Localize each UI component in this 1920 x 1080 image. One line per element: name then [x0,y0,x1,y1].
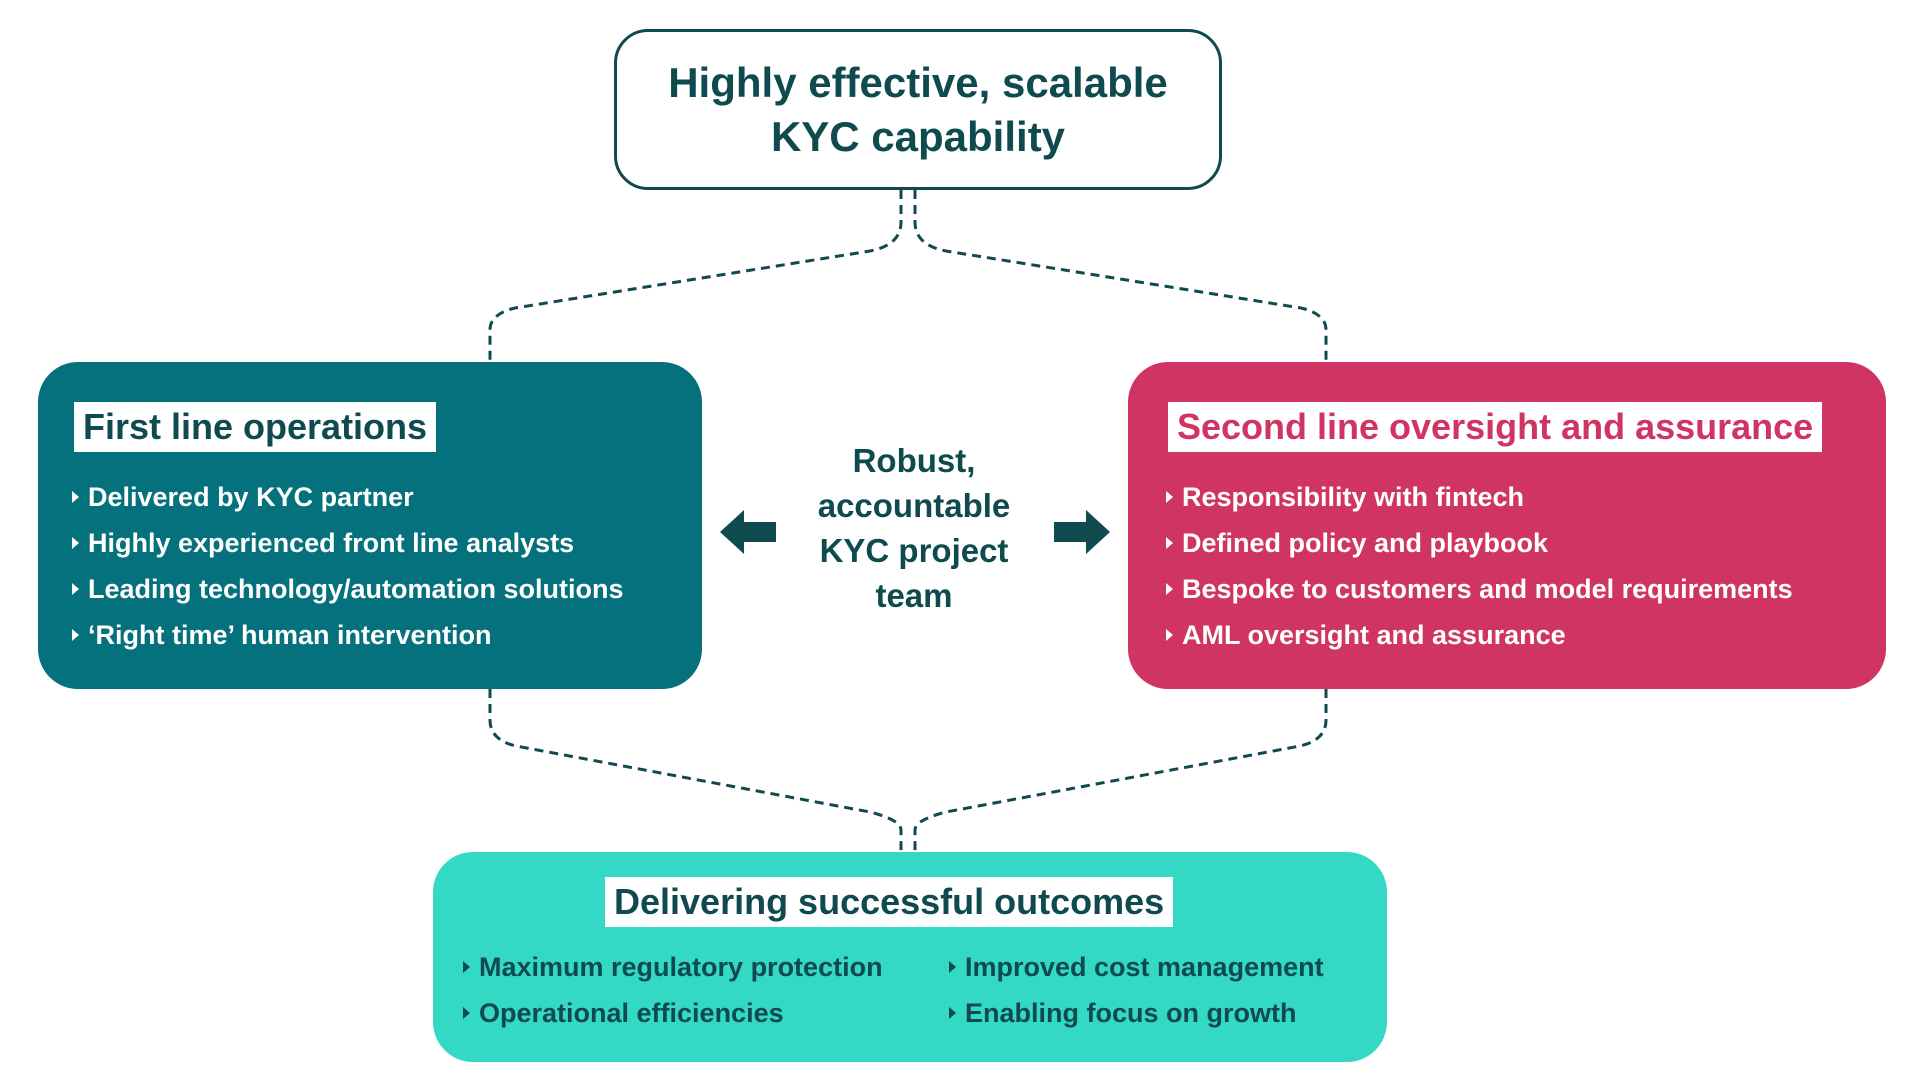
bullet-triangle-icon [1166,583,1173,595]
second-line-title: Second line oversight and assurance [1168,402,1823,452]
second-line-panel: Second line oversight and assurance Resp… [1128,362,1886,689]
connector-top-to-first [488,190,903,362]
list-item: Enabling focus on growth [949,990,1324,1036]
capability-title: Highly effective, scalable KYC capabilit… [668,58,1168,160]
left-arrow-icon [720,510,776,554]
first-line-list: Delivered by KYC partner Highly experien… [72,474,624,658]
bullet-triangle-icon [463,1007,470,1019]
list-item: ‘Right time’ human intervention [72,612,624,658]
first-line-panel: First line operations Delivered by KYC p… [38,362,702,689]
bullet-triangle-icon [949,961,956,973]
capability-box: Highly effective, scalable KYC capabilit… [614,29,1222,190]
list-item: Maximum regulatory protection [463,944,883,990]
connector-top-to-second [913,190,1328,362]
bullet-triangle-icon [1166,491,1173,503]
bullet-triangle-icon [463,961,470,973]
list-item: Improved cost management [949,944,1324,990]
right-arrow-icon [1054,510,1110,554]
list-item: Highly experienced front line analysts [72,520,624,566]
list-item: Bespoke to customers and model requireme… [1166,566,1793,612]
bullet-triangle-icon [72,629,79,641]
outcomes-title: Delivering successful outcomes [605,877,1174,927]
bullet-triangle-icon [72,491,79,503]
first-line-title: First line operations [74,402,437,452]
project-team-label: Robust, accountable KYC project team [817,442,1011,614]
bullet-triangle-icon [72,583,79,595]
list-item: Responsibility with fintech [1166,474,1793,520]
outcomes-list-left: Maximum regulatory protection Operationa… [463,944,883,1036]
list-item: AML oversight and assurance [1166,612,1793,658]
list-item: Operational efficiencies [463,990,883,1036]
list-item: Delivered by KYC partner [72,474,624,520]
outcomes-list-right: Improved cost management Enabling focus … [949,944,1324,1036]
bullet-triangle-icon [1166,537,1173,549]
bullet-triangle-icon [72,537,79,549]
list-item: Leading technology/automation solutions [72,566,624,612]
list-item: Defined policy and playbook [1166,520,1793,566]
bullet-triangle-icon [1166,629,1173,641]
outcomes-panel: Delivering successful outcomes Maximum r… [433,852,1387,1062]
second-line-list: Responsibility with fintech Defined poli… [1166,474,1793,658]
connector-second-to-outcome [913,689,1328,852]
bullet-triangle-icon [949,1007,956,1019]
connector-first-to-outcome [488,689,903,852]
